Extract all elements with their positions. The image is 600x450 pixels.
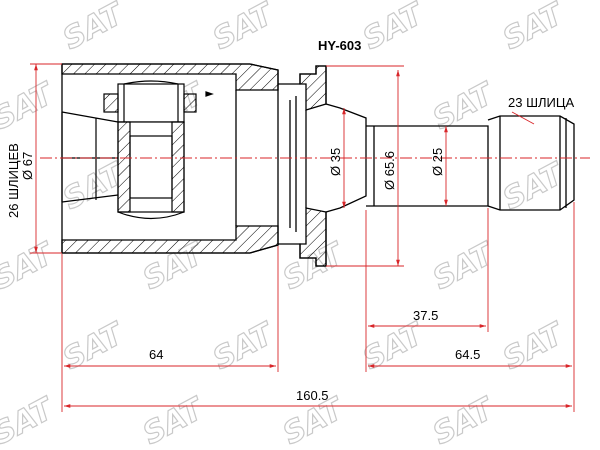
watermark-logo: SAT	[427, 236, 501, 297]
watermark-logo: SAT	[0, 236, 61, 297]
watermark-logo: SAT	[427, 391, 501, 450]
spline-count-right-label: 23 ШЛИЦА	[508, 95, 574, 110]
watermark-logo: SAT	[357, 0, 431, 57]
watermark-logo: SAT	[57, 0, 131, 57]
length-64-label: 64	[149, 347, 163, 362]
part-number-title: HY-603	[318, 38, 361, 53]
diameter-25-label: Ø 25	[430, 148, 445, 176]
flange	[278, 65, 367, 267]
diameter-35-label: Ø 35	[328, 148, 343, 176]
length-37-5-label: 37.5	[413, 308, 438, 323]
length-160-5-label: 160.5	[296, 388, 329, 403]
length-64-5-label: 64.5	[455, 347, 480, 362]
spline-count-left-label: 26 ШЛИЦЕВ	[6, 143, 21, 218]
watermark-logo: SAT	[497, 316, 571, 377]
watermark-logo: SAT	[207, 0, 281, 57]
tripod-assembly	[61, 80, 214, 220]
diameter-65-6-label: Ø 65.6	[382, 151, 397, 190]
watermark-logo: SAT	[137, 391, 211, 450]
watermark-logo: SAT	[497, 0, 571, 57]
diameter-67-label: Ø 67	[20, 152, 35, 180]
watermark-logo: SAT	[207, 316, 281, 377]
watermark-logo: SAT	[357, 316, 431, 377]
watermark-logo: SAT	[57, 316, 131, 377]
watermark-logo: SAT	[0, 76, 61, 137]
housing	[61, 63, 279, 254]
watermark-logo: SAT	[0, 391, 61, 450]
watermark-logo: SAT	[427, 76, 501, 137]
shaft	[366, 115, 575, 211]
dimensions	[30, 63, 575, 412]
